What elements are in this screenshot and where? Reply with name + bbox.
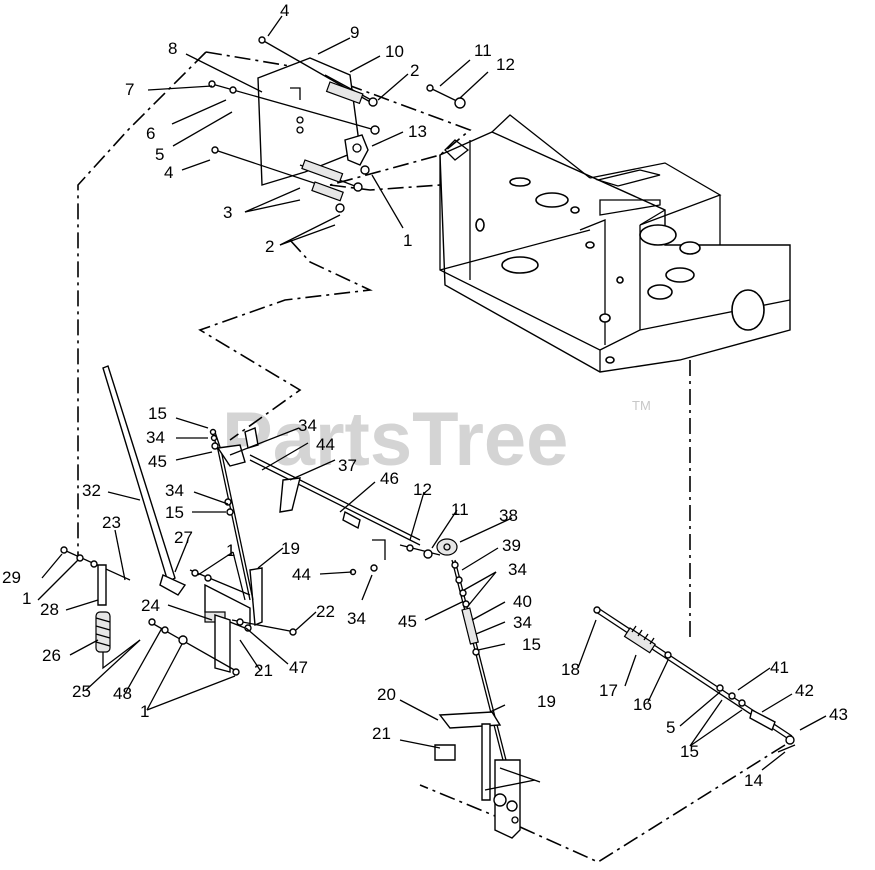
callout-26: 26 — [42, 646, 61, 665]
callout-7: 7 — [125, 80, 134, 99]
callout-34: 34 — [146, 428, 165, 447]
callout-5: 5 — [155, 145, 164, 164]
callout-2: 2 — [265, 237, 274, 256]
callout-41: 41 — [770, 658, 789, 677]
callout-1: 1 — [22, 589, 31, 608]
callout-12: 12 — [413, 480, 432, 499]
callout-34: 34 — [298, 416, 317, 435]
callout-34: 34 — [347, 609, 366, 628]
assembly-outline — [77, 51, 786, 863]
callout-19: 19 — [281, 539, 300, 558]
watermark: PartsTree TM — [222, 397, 651, 482]
callout-42: 42 — [795, 681, 814, 700]
callout-44: 44 — [292, 565, 311, 584]
callout-20: 20 — [377, 685, 396, 704]
callout-25: 25 — [72, 682, 91, 701]
callout-1: 1 — [403, 231, 412, 250]
watermark-tm: TM — [632, 398, 651, 413]
callout-34: 34 — [513, 613, 532, 632]
left-lever-assembly — [60, 365, 297, 676]
callout-15: 15 — [522, 635, 541, 654]
callout-8: 8 — [168, 39, 177, 58]
callout-39: 39 — [502, 536, 521, 555]
callout-47: 47 — [289, 658, 308, 677]
callout-21: 21 — [254, 661, 273, 680]
callout-29: 29 — [2, 568, 21, 587]
callout-22: 22 — [316, 602, 335, 621]
callout-1: 1 — [226, 541, 235, 560]
callout-45: 45 — [148, 452, 167, 471]
watermark-text: PartsTree — [222, 397, 568, 482]
callout-1: 1 — [140, 702, 149, 721]
callout-19: 19 — [537, 692, 556, 711]
callout-34: 34 — [165, 481, 184, 500]
callout-34: 34 — [508, 560, 527, 579]
callout-16: 16 — [633, 695, 652, 714]
cable-rod-assembly — [593, 606, 796, 753]
callout-48: 48 — [113, 684, 132, 703]
callout-13: 13 — [408, 122, 427, 141]
callout-3: 3 — [223, 203, 232, 222]
leader-lines — [37, 15, 827, 771]
callout-2: 2 — [410, 61, 419, 80]
callout-4: 4 — [280, 1, 289, 20]
callout-10: 10 — [385, 42, 404, 61]
callout-46: 46 — [380, 469, 399, 488]
callout-17: 17 — [599, 681, 618, 700]
callout-6: 6 — [146, 124, 155, 143]
control-bracket-plate — [208, 36, 466, 213]
callout-43: 43 — [829, 705, 848, 724]
callouts: 4 9 8 10 2 11 12 7 6 13 5 4 3 2 1 15 34 … — [2, 1, 848, 790]
callout-27: 27 — [174, 528, 193, 547]
right-lever-assembly — [434, 711, 541, 839]
callout-12: 12 — [496, 55, 515, 74]
callout-15: 15 — [148, 404, 167, 423]
callout-11: 11 — [474, 41, 492, 60]
callout-4: 4 — [164, 163, 173, 182]
callout-28: 28 — [40, 600, 59, 619]
callout-23: 23 — [102, 513, 121, 532]
callout-37: 37 — [338, 456, 357, 475]
callout-24: 24 — [141, 596, 160, 615]
callout-14: 14 — [744, 771, 763, 790]
callout-38: 38 — [499, 506, 518, 525]
cross-shaft-assembly — [209, 427, 509, 769]
callout-18: 18 — [561, 660, 580, 679]
callout-15: 15 — [165, 503, 184, 522]
callout-21: 21 — [372, 724, 391, 743]
callout-15: 15 — [680, 742, 699, 761]
callout-11: 11 — [451, 500, 469, 519]
callout-44: 44 — [316, 435, 335, 454]
callout-32: 32 — [82, 481, 101, 500]
callout-45: 45 — [398, 612, 417, 631]
callout-40: 40 — [513, 592, 532, 611]
callout-5: 5 — [666, 718, 675, 737]
chassis-frame — [439, 114, 791, 373]
callout-9: 9 — [350, 23, 359, 42]
